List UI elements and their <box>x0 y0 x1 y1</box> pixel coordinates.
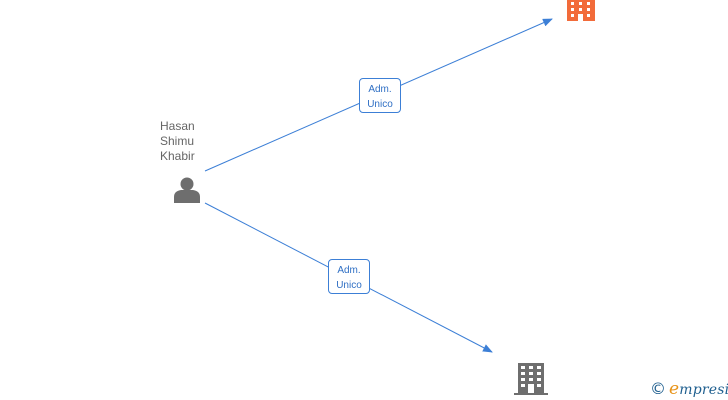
copyright-symbol: © <box>650 379 666 398</box>
edge-label-role-type: Unico <box>367 99 393 110</box>
brand-name: mpresia <box>679 382 728 398</box>
edge-label-role: Adm. <box>368 84 392 95</box>
brand-initial: e <box>669 379 680 399</box>
edge-label-top[interactable]: Adm. Unico <box>359 78 401 113</box>
edge-label-role: Adm. <box>337 265 361 276</box>
brand-logo: empresia <box>669 379 728 399</box>
building-icon[interactable] <box>514 363 548 395</box>
person-icon[interactable] <box>174 177 200 204</box>
person-name[interactable]: Hasan Shimu Khabir <box>160 119 195 163</box>
edge-label-role-type: Unico <box>336 280 362 291</box>
brand-watermark: © empresia <box>650 378 728 400</box>
building-icon[interactable] <box>567 0 595 21</box>
edge-label-bottom[interactable]: Adm. Unico <box>328 259 370 294</box>
